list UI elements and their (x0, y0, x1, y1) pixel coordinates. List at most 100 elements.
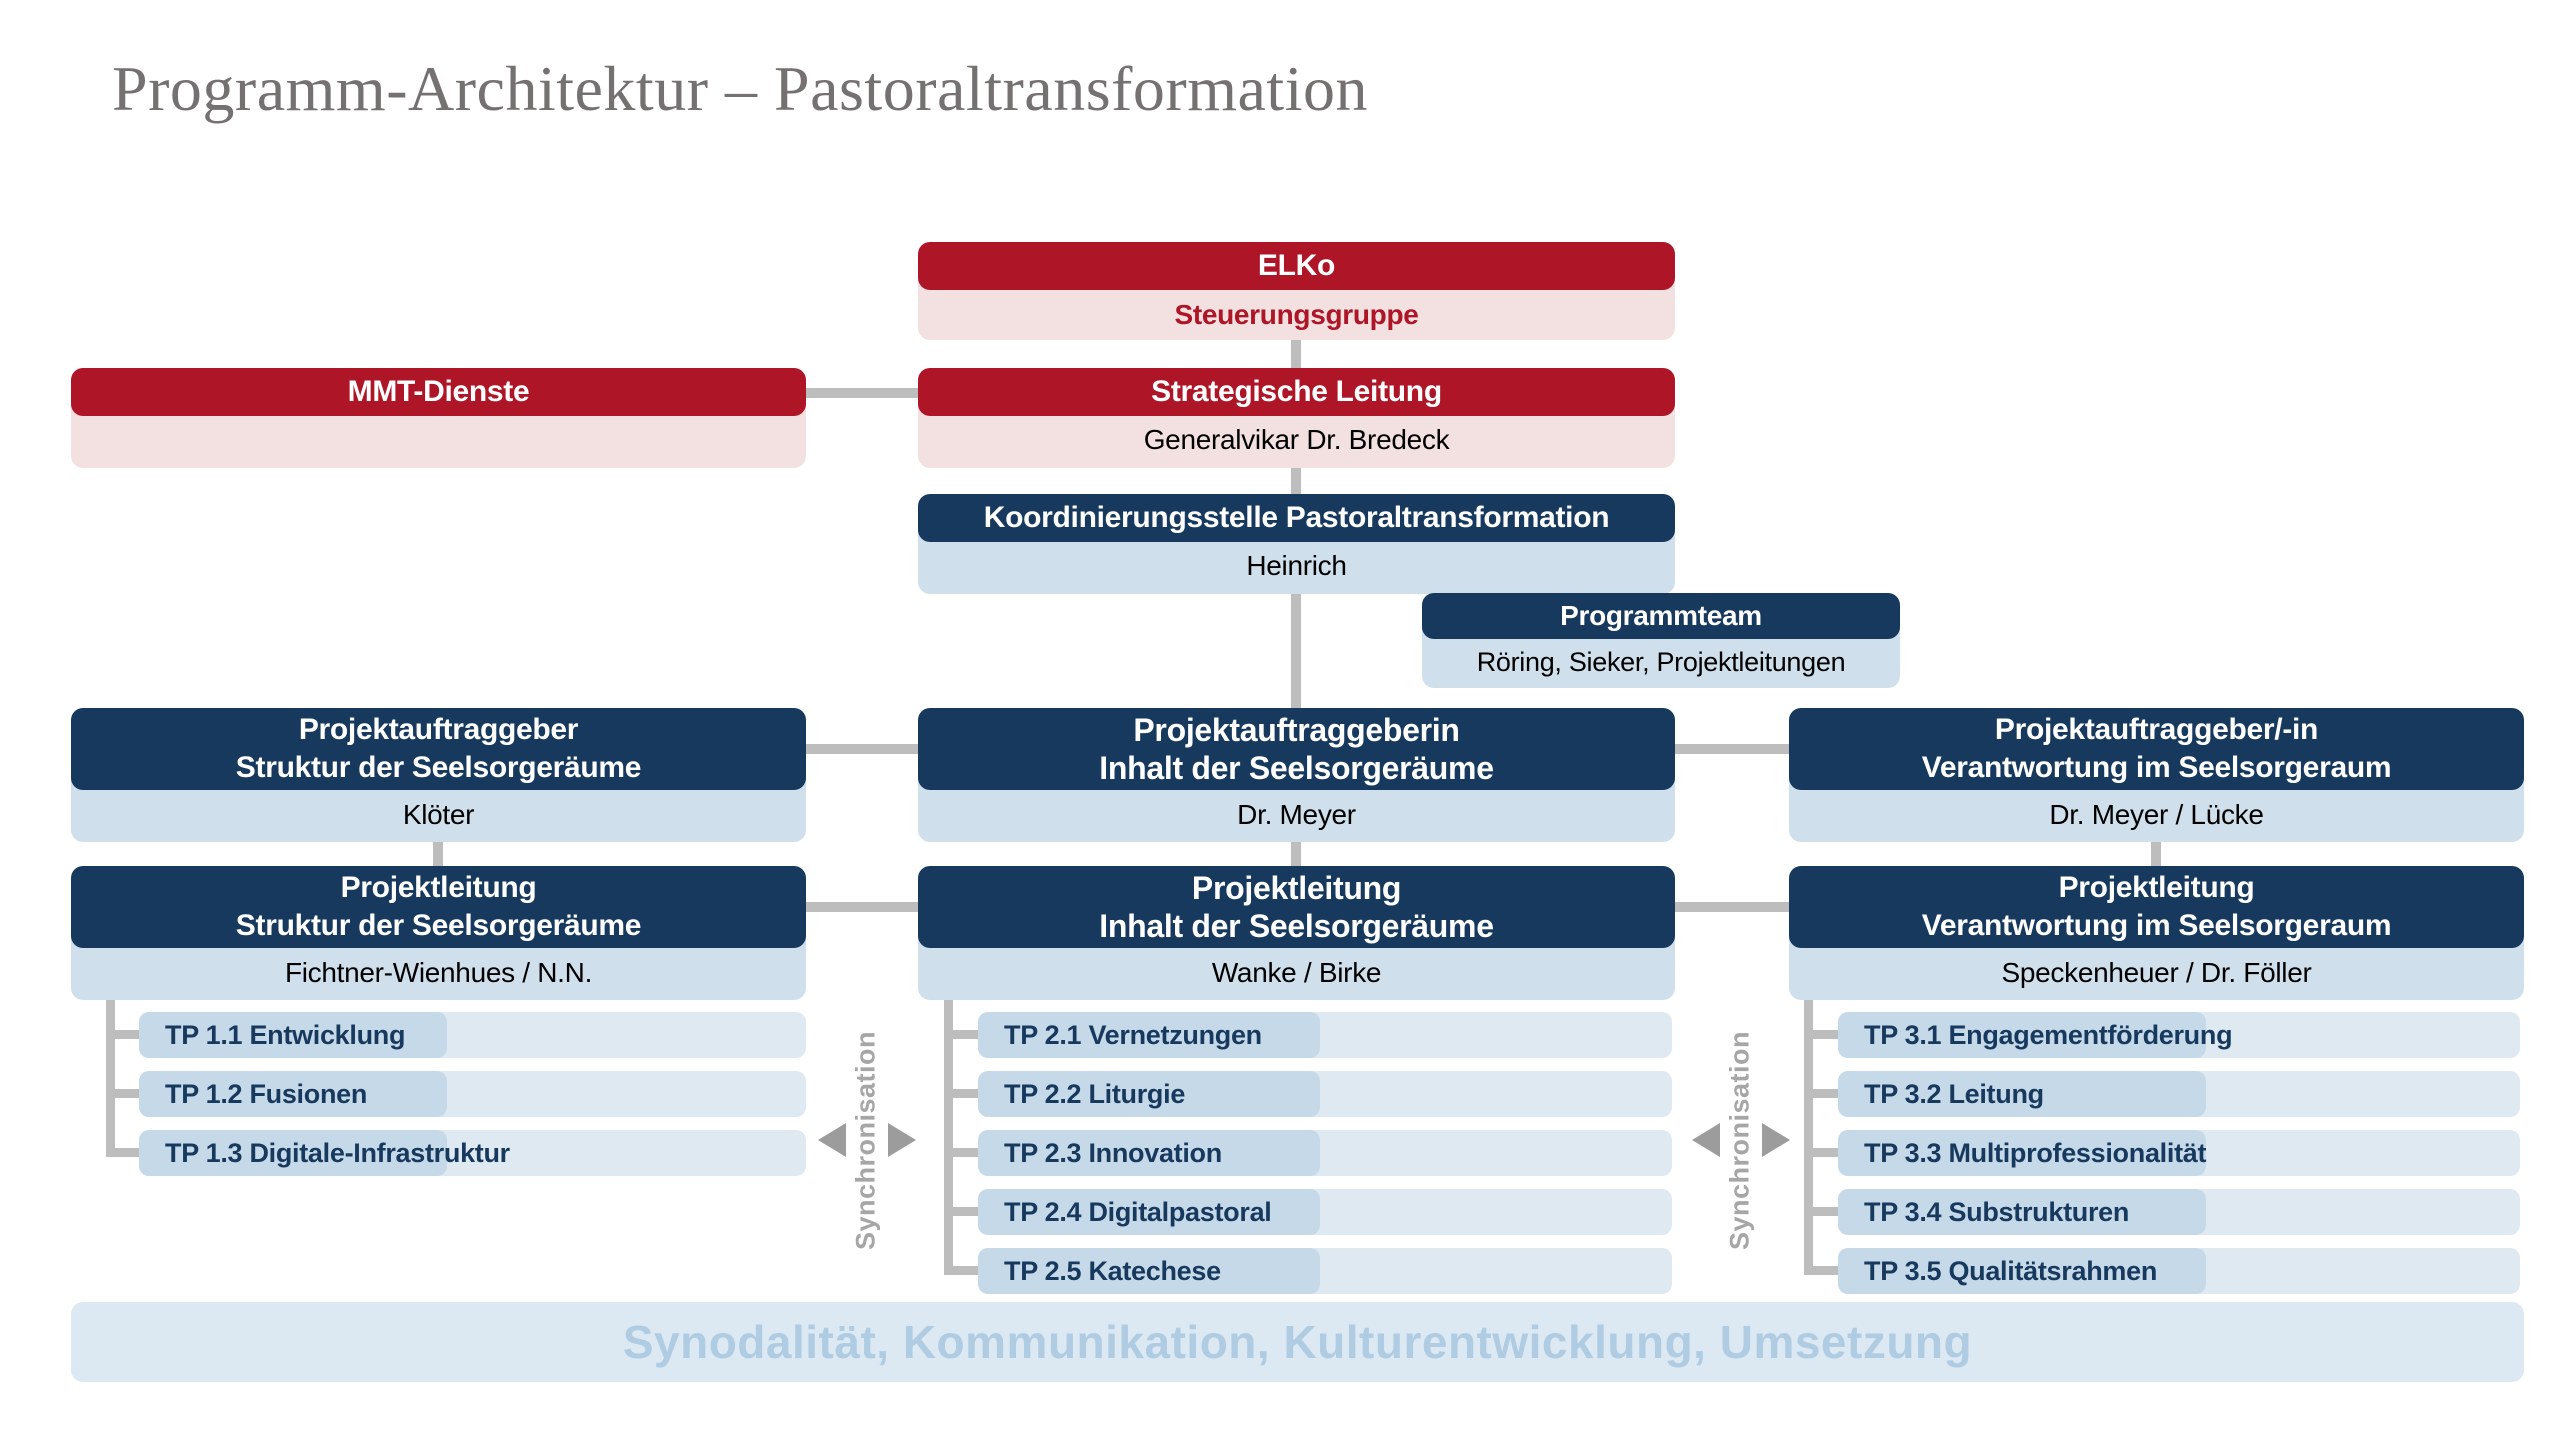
tp-label: TP 1.3 Digitale-Infrastruktur (165, 1137, 510, 1168)
leitung-col2-line1: Projektleitung (1191, 870, 1402, 906)
connector-auftraggeber-row-left (806, 744, 918, 754)
leitung-col1-sub-label: Fichtner-Wienhues / N.N. (284, 957, 593, 988)
tp-label: TP 2.3 Innovation (1004, 1137, 1222, 1168)
koordinierung-header-box: Koordinierungsstelle Pastoraltransformat… (918, 494, 1675, 542)
tree-stub-col3-4 (1804, 1207, 1838, 1216)
footer-label: Synodalität, Kommunikation, Kulturentwic… (622, 1316, 1973, 1368)
connector-leitung-row-right (1675, 902, 1789, 912)
leitung-col2-sub-label: Wanke / Birke (1211, 957, 1382, 988)
tp-row: TP 3.3 Multiprofessionalität (1838, 1130, 2520, 1176)
connector-pa-pl-col1 (433, 840, 443, 868)
connector-mmt-strategische (806, 388, 918, 398)
connector-koordinierung-auftraggeberin (1291, 592, 1301, 712)
strategische-header-box: Strategische Leitung (918, 368, 1675, 416)
leitung-col3-line2: Verantwortung im Seelsorgeraum (1921, 909, 2392, 942)
leitung-col3-sub-label: Speckenheuer / Dr. Föller (2001, 957, 2312, 988)
auftraggeber-col2-line2: Inhalt der Seelsorgeräume (1099, 750, 1494, 786)
tree-stub-col2-1 (944, 1030, 978, 1039)
tp-chip (1838, 1130, 2206, 1176)
tree-stub-col3-5 (1804, 1266, 1838, 1275)
elko-header-box: ELKo (918, 242, 1675, 290)
auftraggeber-col3-line1: Projektauftraggeber/-in (1994, 713, 2319, 746)
tp-label: TP 3.4 Substrukturen (1864, 1196, 2130, 1227)
tp-label: TP 3.1 Engagementförderung (1864, 1019, 2233, 1050)
programmteam-header-box: Programmteam (1422, 593, 1900, 639)
leitung-col1-line1: Projektleitung (340, 871, 537, 904)
tp-row: TP 2.4 Digitalpastoral (978, 1189, 1672, 1235)
auftraggeber-col3-header-box: Projektauftraggeber/-in Verantwortung im… (1789, 708, 2524, 790)
connector-pa-pl-col2 (1291, 840, 1301, 868)
leitung-col2-line2: Inhalt der Seelsorgeräume (1099, 908, 1494, 944)
koordinierung-header-label: Koordinierungsstelle Pastoraltransformat… (983, 501, 1610, 534)
tp-label: TP 2.4 Digitalpastoral (1004, 1196, 1272, 1227)
sync-arrow-right-icon (888, 1123, 916, 1157)
tree-line-col1 (106, 1000, 115, 1157)
tp-label: TP 2.1 Vernetzungen (1004, 1019, 1262, 1050)
strategische-header-label: Strategische Leitung (1151, 375, 1442, 408)
tree-stub-col1-3 (106, 1148, 139, 1157)
tp-chip (978, 1189, 1320, 1235)
tp-row: TP 3.5 Qualitätsrahmen (1838, 1248, 2520, 1294)
elko-header-label: ELKo (1257, 249, 1336, 282)
tp-chip (139, 1012, 447, 1058)
tp-chip (978, 1248, 1320, 1294)
tp-row: TP 3.4 Substrukturen (1838, 1189, 2520, 1235)
tp-row: TP 2.3 Innovation (978, 1130, 1672, 1176)
tree-stub-col1-2 (106, 1089, 139, 1098)
tp-label: TP 1.1 Entwicklung (165, 1019, 406, 1050)
tp-chip (978, 1130, 1320, 1176)
strategische-sub-label: Generalvikar Dr. Bredeck (1143, 424, 1450, 455)
elko-sub-label: Steuerungsgruppe (1174, 299, 1419, 330)
tp-chip (1838, 1248, 2206, 1294)
tp-chip (1838, 1071, 2206, 1117)
auftraggeber-col2-line1: Projektauftraggeberin (1133, 712, 1460, 748)
tree-stub-col2-3 (944, 1148, 978, 1157)
connector-elko-strategische (1291, 336, 1301, 372)
leitung-col3-header-box: Projektleitung Verantwortung im Seelsorg… (1789, 866, 2524, 948)
tree-stub-col3-1 (1804, 1030, 1838, 1039)
connector-pa-pl-col3 (2151, 840, 2161, 868)
sync-arrow-right-icon (1762, 1123, 1790, 1157)
tree-stub-col1-1 (106, 1030, 139, 1039)
tp-chip (978, 1012, 1320, 1058)
leitung-col1-header-box: Projektleitung Struktur der Seelsorgeräu… (71, 866, 806, 948)
auftraggeber-col2-header-box: Projektauftraggeberin Inhalt der Seelsor… (918, 708, 1675, 790)
auftraggeber-col3-sub-label: Dr. Meyer / Lücke (2049, 799, 2264, 830)
tree-stub-col3-2 (1804, 1089, 1838, 1098)
tp-chip (139, 1071, 447, 1117)
tp-row: TP 2.5 Katechese (978, 1248, 1672, 1294)
mmt-header-box: MMT-Dienste (71, 368, 806, 416)
tree-stub-col3-3 (1804, 1148, 1838, 1157)
tree-stub-col2-5 (944, 1266, 978, 1275)
tp-row: TP 2.2 Liturgie (978, 1071, 1672, 1117)
tree-stub-col2-4 (944, 1207, 978, 1216)
tp-row: TP 1.3 Digitale-Infrastruktur (139, 1130, 806, 1176)
tp-chip (1838, 1189, 2206, 1235)
tp-row: TP 1.1 Entwicklung (139, 1012, 806, 1058)
auftraggeber-col1-sub-label: Klöter (402, 799, 475, 830)
sync-arrow-left-icon (1692, 1123, 1720, 1157)
tp-row: TP 3.1 Engagementförderung (1838, 1012, 2520, 1058)
tp-row: TP 2.1 Vernetzungen (978, 1012, 1672, 1058)
connector-leitung-row-left (806, 902, 918, 912)
sync-arrow-left-icon (818, 1123, 846, 1157)
tp-chip (1838, 1012, 2206, 1058)
connector-auftraggeber-row-right (1675, 744, 1789, 754)
tp-label: TP 1.2 Fusionen (165, 1078, 368, 1109)
leitung-col2-header-box: Projektleitung Inhalt der Seelsorgeräume (918, 866, 1675, 948)
synchronisation-label-right: Synchronisation (1724, 1030, 1755, 1250)
leitung-col3-line1: Projektleitung (2058, 871, 2255, 904)
auftraggeber-col3-line2: Verantwortung im Seelsorgeraum (1921, 751, 2392, 784)
auftraggeber-col1-header-box: Projektauftraggeber Struktur der Seelsor… (71, 708, 806, 790)
auftraggeber-col2-sub-label: Dr. Meyer (1237, 799, 1356, 830)
tp-label: TP 3.3 Multiprofessionalität (1864, 1137, 2207, 1168)
page-title: Programm-Architektur – Pastoraltransform… (112, 53, 1368, 124)
tp-chip (978, 1071, 1320, 1117)
tp-label: TP 3.2 Leitung (1864, 1078, 2044, 1109)
koordinierung-sub-label: Heinrich (1246, 550, 1347, 581)
footer-bar: Synodalität, Kommunikation, Kulturentwic… (71, 1302, 2524, 1382)
tp-label: TP 2.2 Liturgie (1004, 1078, 1186, 1109)
connector-strategische-koordinierung (1291, 464, 1301, 496)
auftraggeber-col1-line2: Struktur der Seelsorgeräume (235, 751, 642, 784)
synchronisation-label-left: Synchronisation (850, 1030, 881, 1250)
